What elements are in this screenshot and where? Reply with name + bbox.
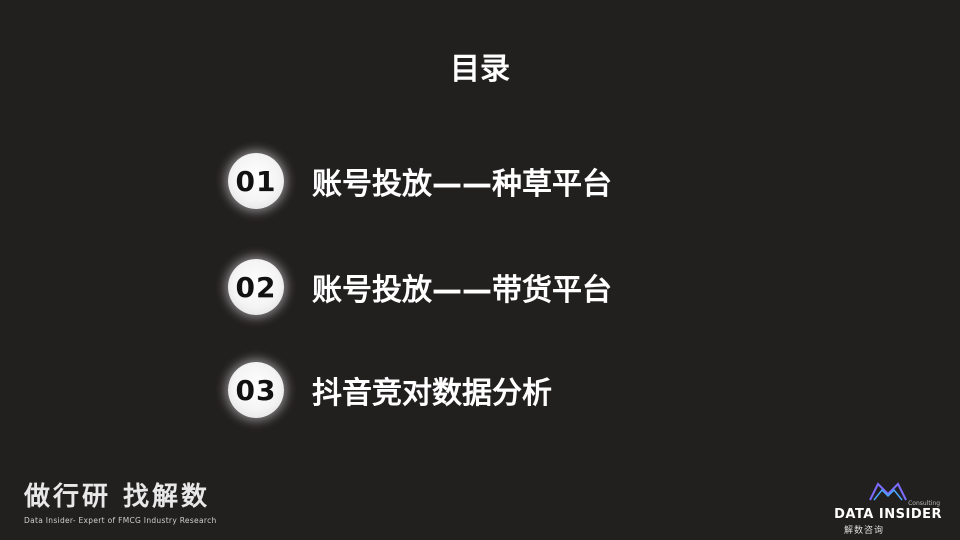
data-insider-logo-icon [869,482,907,501]
toc-item-1[interactable]: 01 账号投放——种草平台 [228,151,612,211]
toc-item-3[interactable]: 03 抖音竞对数据分析 [228,360,552,420]
number-badge: 01 [228,153,284,209]
toc-item-2[interactable]: 02 账号投放——带货平台 [228,257,612,317]
brand-title: 做行研 找解数 [24,482,211,512]
number-badge: 02 [228,259,284,315]
toc-item-label: 抖音竞对数据分析 [312,376,552,411]
toc-item-label: 账号投放——带货平台 [312,273,612,308]
logo-chinese-text: 解数咨询 [844,526,885,536]
logo-main-text: DATA INSIDER [834,507,942,522]
page-title: 目录 [450,52,510,87]
company-logo: Consulting DATA INSIDER 解数咨询 [834,480,942,536]
brand-slogan: 做行研 找解数 Data Insider- Expert of FMCG Ind… [24,482,217,525]
logo-consulting-text: Consulting [908,500,940,507]
toc-item-label: 账号投放——种草平台 [312,167,612,202]
brand-subtitle: Data Insider- Expert of FMCG Industry Re… [24,516,217,525]
table-of-contents: 01 账号投放——种草平台 02 账号投放——带货平台 03 抖音竞对数据分析 [228,0,828,540]
number-badge: 03 [228,362,284,418]
